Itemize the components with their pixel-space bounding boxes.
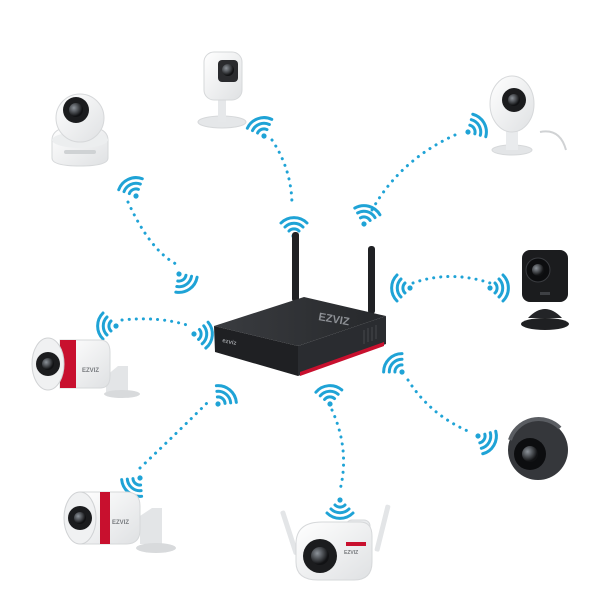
link-outdoor	[330, 408, 346, 492]
connection-links	[120, 133, 492, 492]
wifi-icon	[214, 384, 238, 407]
wifi-icon	[475, 429, 498, 456]
wifi-icon	[314, 384, 344, 407]
link-mini-dome	[370, 133, 457, 212]
wifi-icon	[191, 320, 214, 350]
link-mini-cube	[270, 138, 294, 208]
wifi-icon	[174, 271, 199, 294]
link-pan-tilt	[126, 200, 178, 266]
wifi-icons	[96, 112, 510, 520]
camera-brand-label: EZVIZ	[82, 368, 99, 374]
nvr-recorder: EZVIZ ezviz	[214, 232, 386, 376]
wifi-icon	[96, 311, 119, 341]
link-bullet-bottom	[138, 398, 212, 470]
antenna-left	[292, 232, 299, 302]
wifi-icon	[353, 204, 382, 227]
mini-dome-camera-icon	[489, 75, 567, 156]
wifi-icon	[487, 273, 510, 303]
nvr-vents	[363, 325, 377, 344]
link-black-cube	[411, 275, 492, 285]
outdoor-camera-icon: EZVIZ	[280, 504, 391, 581]
bullet-camera-icon: EZVIZ	[63, 491, 176, 553]
antenna-right	[368, 246, 375, 314]
link-bullet-left	[120, 317, 192, 328]
link-fisheye	[406, 378, 472, 434]
wifi-icon	[117, 176, 144, 199]
nvr-brand-label: EZVIZ	[317, 311, 350, 328]
fisheye-camera-icon	[508, 417, 568, 480]
camera-brand-label: EZVIZ	[344, 550, 358, 556]
pan-tilt-camera-icon	[51, 93, 109, 167]
mini-cube-camera-icon	[197, 51, 247, 129]
camera-brand-label: EZVIZ	[112, 520, 129, 526]
nvr-top-face	[214, 297, 386, 346]
wifi-icon	[325, 497, 355, 520]
nvr-red-stripe	[300, 342, 384, 376]
wifi-icon	[390, 273, 413, 303]
wifi-icon	[245, 116, 274, 139]
wifi-icon	[465, 112, 488, 139]
bullet-camera-icon: EZVIZ	[31, 337, 140, 398]
nvr-front-face	[214, 326, 298, 376]
nvr-front-logo: ezviz	[222, 338, 237, 347]
black-cube-camera-icon	[521, 250, 569, 330]
wifi-icon	[382, 352, 405, 375]
